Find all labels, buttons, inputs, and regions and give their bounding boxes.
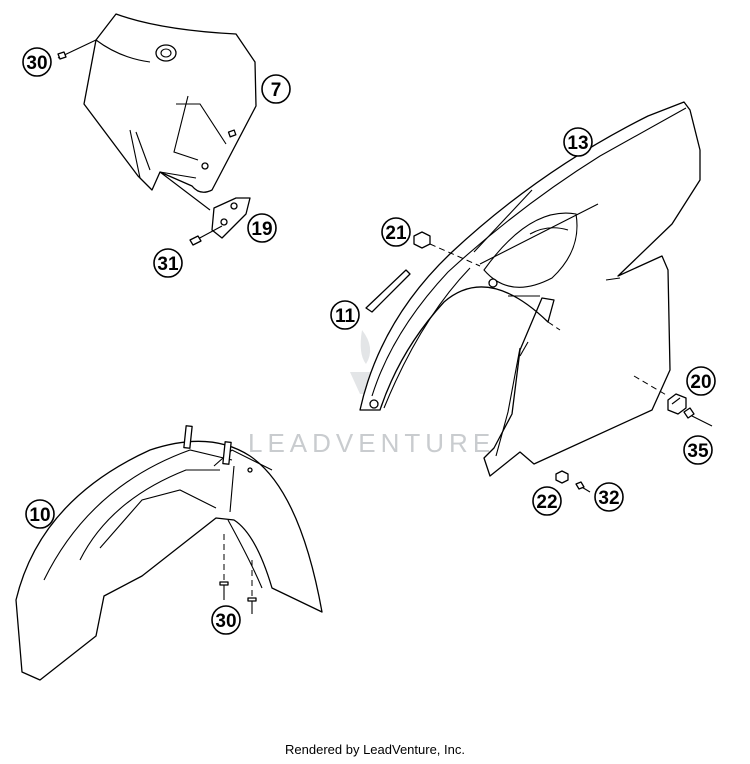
number-plate <box>83 13 257 211</box>
bolt-31 <box>189 225 223 246</box>
callout-7: 7 <box>261 74 291 104</box>
callout-22-label: 22 <box>536 492 557 513</box>
rear-fender <box>359 101 701 477</box>
callout-20: 20 <box>686 366 716 396</box>
callout-10: 10 <box>25 499 55 529</box>
callout-21: 21 <box>381 217 411 247</box>
callout-10-label: 10 <box>29 505 50 526</box>
leader-dash <box>547 321 561 331</box>
sticker-11 <box>365 269 411 313</box>
front-fender <box>15 425 323 681</box>
callout-30-bottom: 30 <box>211 605 241 635</box>
bolts-30-bottom <box>219 534 257 614</box>
callout-35: 35 <box>683 435 713 465</box>
callout-13: 13 <box>563 127 593 157</box>
callout-30-bottom-label: 30 <box>215 611 236 632</box>
nut-21 <box>413 231 481 267</box>
callout-11-label: 11 <box>335 306 356 327</box>
bolt-35 <box>683 407 713 427</box>
callout-21-label: 21 <box>385 223 407 244</box>
callout-31-label: 31 <box>157 254 179 275</box>
callout-32-label: 32 <box>598 488 619 509</box>
watermark-flame-icon <box>360 330 371 364</box>
washer-22 <box>555 470 569 484</box>
callout-35-label: 35 <box>687 441 709 462</box>
callout-22: 22 <box>532 486 562 516</box>
watermark-text: LEADVENTURE <box>248 428 495 458</box>
callout-20-label: 20 <box>690 372 711 393</box>
callout-19: 19 <box>247 213 277 243</box>
credit-text: Rendered by LeadVenture, Inc. <box>285 742 465 757</box>
bracket-19 <box>211 197 251 239</box>
callout-32: 32 <box>594 482 624 512</box>
callout-11: 11 <box>330 300 360 330</box>
callout-31: 31 <box>153 248 183 278</box>
callout-7-label: 7 <box>271 80 282 101</box>
callout-30-top: 30 <box>22 47 52 77</box>
callout-30-top-label: 30 <box>26 53 47 74</box>
nut-20 <box>633 375 687 415</box>
bolt-30-top <box>57 39 97 60</box>
bolt-32 <box>575 481 591 493</box>
callout-19-label: 19 <box>251 219 272 240</box>
callout-13-label: 13 <box>567 133 588 154</box>
